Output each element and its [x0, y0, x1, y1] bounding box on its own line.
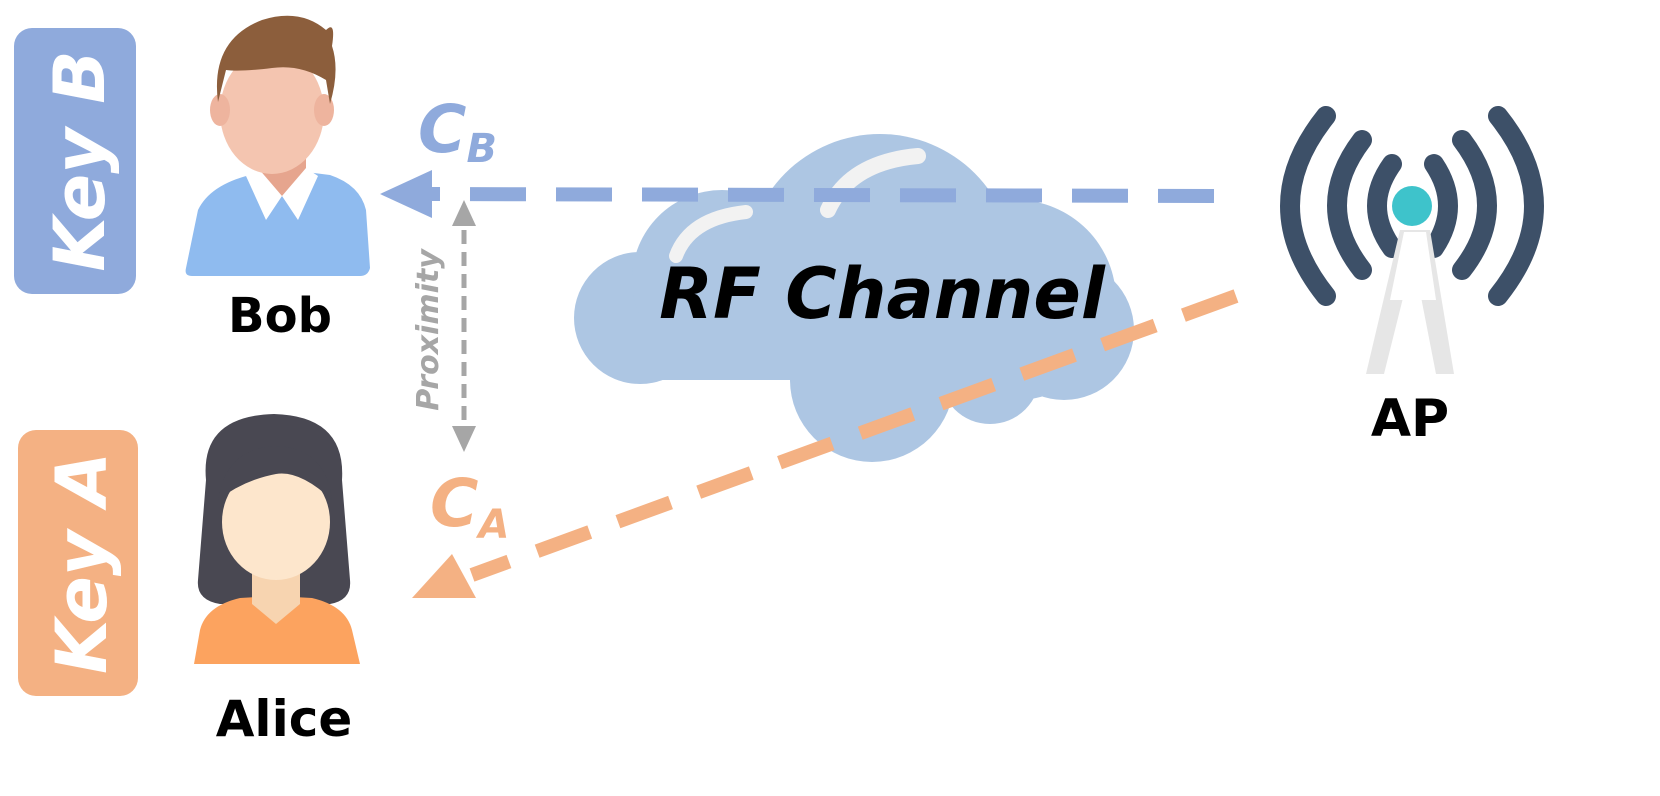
bob-signal-arrowhead	[380, 170, 432, 218]
proximity-arrowhead-up	[452, 200, 476, 226]
bob-signal-line	[431, 187, 1215, 203]
key-b-box	[14, 28, 136, 294]
alice-signal-arrowhead	[412, 554, 476, 598]
access-point-antenna-icon	[1280, 106, 1544, 374]
signal-ca-label: CA	[430, 465, 509, 548]
key-a-box	[18, 430, 138, 696]
ap-label: AP	[1371, 389, 1449, 449]
bob-name: Bob	[228, 288, 332, 344]
alice-avatar-icon	[194, 414, 360, 664]
rf-channel-label: RF Channel	[659, 253, 1106, 335]
signal-cb-label: CB	[418, 91, 497, 172]
key-a-label: Key A	[41, 452, 123, 674]
bob-avatar-icon	[185, 15, 370, 276]
alice-name: Alice	[216, 690, 353, 748]
key-a-badge: Key A	[18, 430, 138, 696]
proximity-arrowhead-down	[452, 426, 476, 452]
key-b-label: Key B	[39, 50, 121, 271]
key-b-badge: Key B	[14, 28, 136, 294]
proximity-label: Proximity	[411, 248, 446, 411]
alice-signal-line	[469, 289, 1239, 582]
